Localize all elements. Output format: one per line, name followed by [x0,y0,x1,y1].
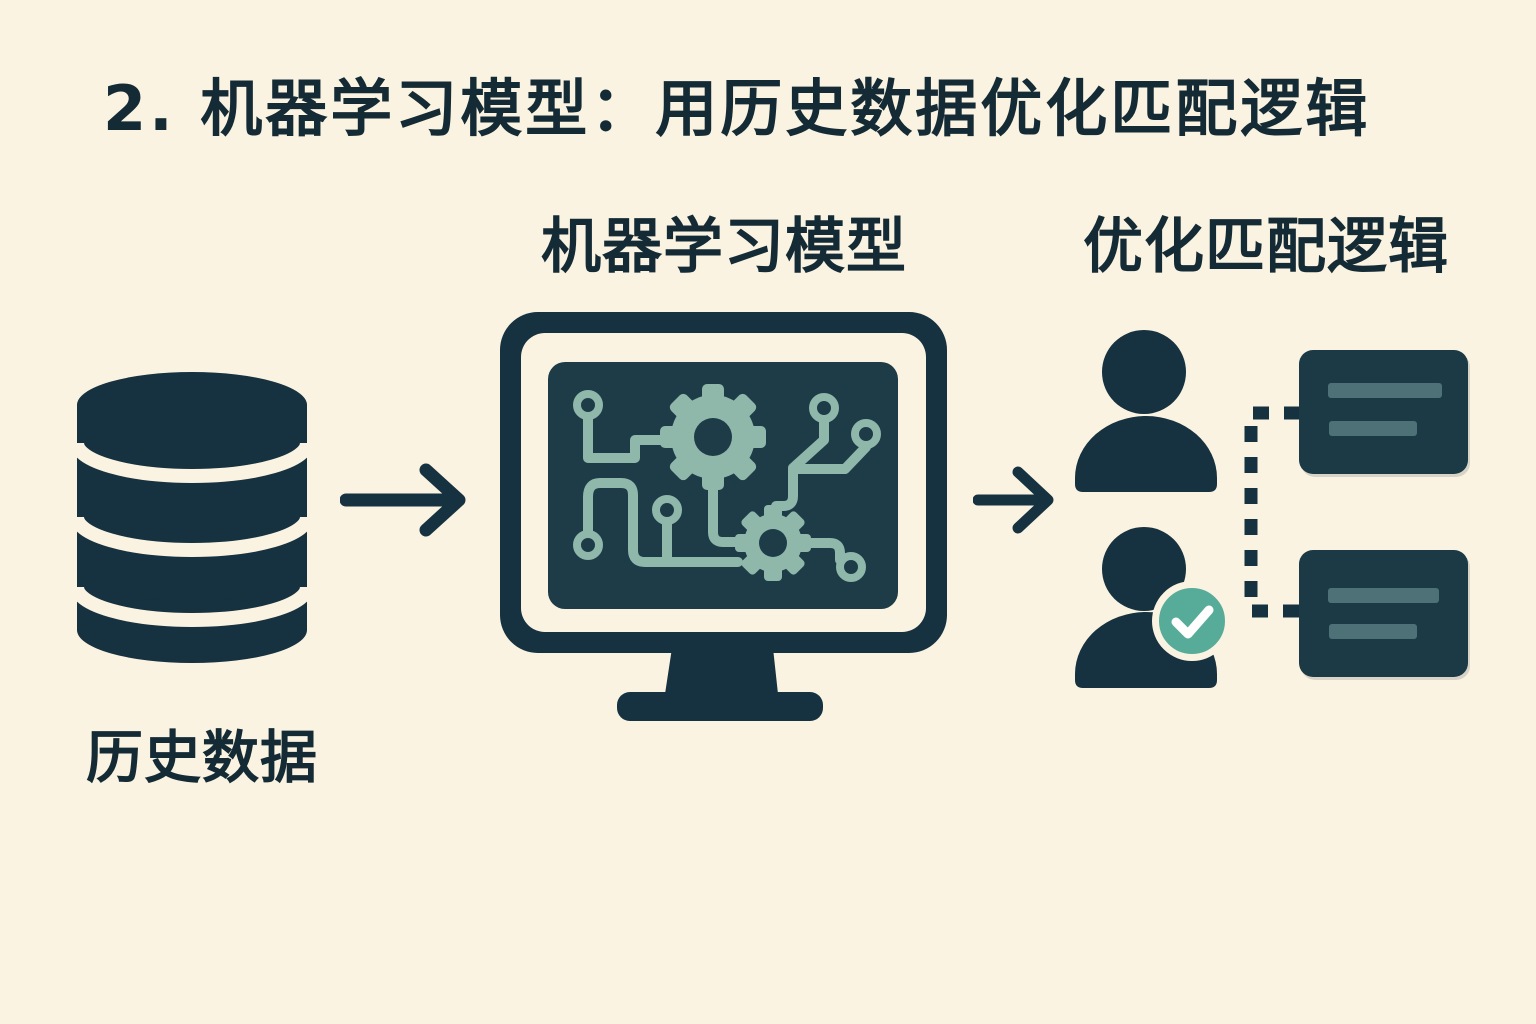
circuit-node [809,393,839,423]
circuit-gears-icon [548,362,898,609]
text-line-bar [1328,588,1439,603]
text-line-bar [1329,624,1417,639]
label-optimized-matching: 优化匹配逻辑 [1083,212,1449,282]
circuit-node [652,495,682,525]
circuit-node [573,530,603,560]
label-ml-model: 机器学习模型 [541,212,907,282]
dashed-connector [1244,406,1300,618]
text-line-bar [1329,421,1417,436]
monitor-icon [500,312,947,721]
monitor-stand-base [617,692,823,721]
gear-icon [660,384,766,490]
circuit-node [836,552,866,582]
database-icon [77,372,307,663]
user-icon [1075,330,1217,492]
circuit-node [851,419,881,449]
gear-icon [735,505,811,581]
text-line-bar [1328,383,1442,398]
check-badge-icon [1152,581,1232,661]
arrow-right-icon [973,466,1054,534]
match-card [1299,550,1468,677]
arrow-right-icon [340,463,466,537]
diagram-title: 2. 机器学习模型：用历史数据优化匹配逻辑 [103,72,1371,145]
circuit-node [573,390,603,420]
monitor-stand-neck [665,648,778,694]
match-card [1299,350,1468,474]
label-historical-data: 历史数据 [86,725,318,791]
